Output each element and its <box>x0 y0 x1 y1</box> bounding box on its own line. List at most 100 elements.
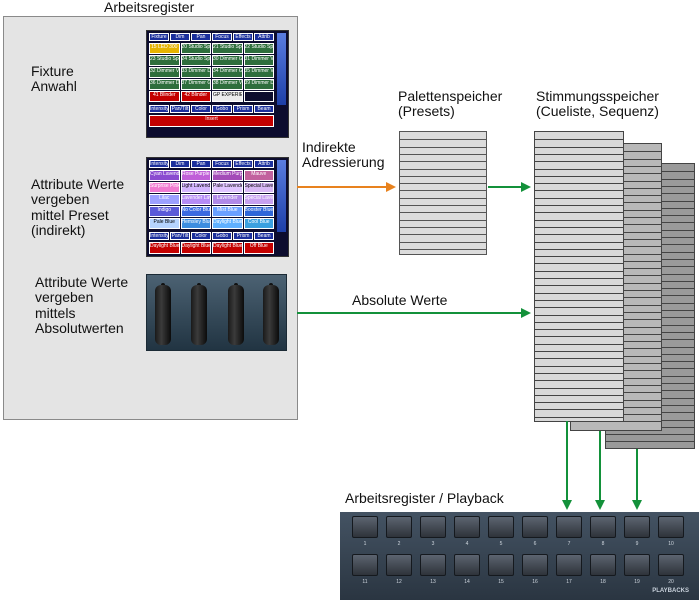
screen-cell[interactable]: Indigo <box>149 206 180 217</box>
screen-tab[interactable]: Fixture <box>149 33 169 41</box>
palette-row-line <box>400 234 486 236</box>
playback-button[interactable] <box>454 516 480 538</box>
screen-cell[interactable]: 37 Dimmer Gitarre R <box>180 79 211 90</box>
screen-bottom-tab[interactable]: Prism <box>233 232 253 240</box>
screen-cell[interactable]: 32 Dimmer Vocal L <box>149 67 180 78</box>
playback-button[interactable] <box>590 554 616 576</box>
screen-cell[interactable]: 22 Studio Spot 400 <box>243 43 274 54</box>
playback-button[interactable] <box>590 516 616 538</box>
screen-cell[interactable]: No Color Blue <box>180 206 211 217</box>
screen-footer-button[interactable]: Daylight Blue Lamp <box>149 242 180 254</box>
screen-bottom-tab[interactable]: Gobo <box>212 105 232 113</box>
playback-button[interactable] <box>352 516 378 538</box>
screen-tab[interactable]: Pan <box>191 33 211 41</box>
playback-button[interactable] <box>386 516 412 538</box>
playback-button[interactable] <box>488 554 514 576</box>
screen-tab[interactable]: Focus <box>212 33 232 41</box>
screen-cell[interactable]: 35 Dimmer Vocal R <box>243 67 274 78</box>
screen-cell[interactable]: 20 Studio Spot 400 <box>180 43 211 54</box>
playback-button[interactable] <box>624 516 650 538</box>
screen-cell[interactable]: 24 Studio Spot 400 <box>180 55 211 66</box>
screen-tab[interactable]: Effects <box>233 33 253 41</box>
screen-cell[interactable]: 23 Studio Spot 400 <box>149 55 180 66</box>
playback-button[interactable] <box>624 554 650 576</box>
screen-tab[interactable]: Focus <box>212 160 232 168</box>
screen-cell[interactable]: Daylight Blue <box>212 218 243 229</box>
screen-scrollbar[interactable] <box>277 160 286 232</box>
screen-cell[interactable]: Surprise Pink <box>149 182 180 193</box>
screen-cell[interactable]: Mauve <box>243 170 274 181</box>
playback-button[interactable] <box>488 516 514 538</box>
screen-cell[interactable]: 30 Dimmer Gitarre M <box>212 55 243 66</box>
screen-footer-button[interactable]: Daylight Blue Medium <box>180 242 211 254</box>
screen-bottom-tab[interactable]: Intensity <box>149 232 169 240</box>
screen-cell[interactable]: GP EXPERIENCE <box>212 91 243 102</box>
screen-bottom-tab[interactable]: Intensity <box>149 105 169 113</box>
screen-cell[interactable]: Lavender <box>212 194 243 205</box>
screen-footer-button[interactable]: Daylight Blue White <box>212 242 243 254</box>
screen-tab[interactable]: Dim <box>170 33 190 41</box>
screen-cell[interactable]: 33 Dimmer Drum L <box>180 67 211 78</box>
screen-cell[interactable]: Mist Blue <box>212 206 243 217</box>
playback-button[interactable] <box>556 516 582 538</box>
playback-button[interactable] <box>420 516 446 538</box>
screen-cell[interactable]: 34 Dimmer Gitarre M <box>212 67 243 78</box>
fader-knob[interactable] <box>191 285 207 345</box>
playback-button[interactable] <box>522 516 548 538</box>
screen-tab[interactable]: Attrib <box>254 33 274 41</box>
playback-button[interactable] <box>386 554 412 576</box>
screen-tab[interactable]: Attrib <box>254 160 274 168</box>
screen-cell[interactable] <box>243 91 274 102</box>
screen-tab[interactable]: Intensity <box>149 160 169 168</box>
screen-bottom-tab[interactable]: Color <box>191 232 211 240</box>
screen-cell[interactable]: Pale Lavender <box>212 182 243 193</box>
screen-cell[interactable]: Medium Purple <box>212 170 243 181</box>
cue-row-line <box>535 226 623 228</box>
screen-cell[interactable]: 15 LED 300 <box>149 43 180 54</box>
screen-bottom-tab[interactable]: Gobo <box>212 232 232 240</box>
indirekte-line1: Indirekte <box>302 139 356 155</box>
playback-button[interactable] <box>658 554 684 576</box>
fader-knob[interactable] <box>155 285 171 345</box>
screen-cell[interactable]: Special Lavender <box>243 182 274 193</box>
playback-button[interactable] <box>420 554 446 576</box>
screen-cell[interactable]: Hemsley Blue <box>180 218 211 229</box>
screen-cell[interactable]: Light Lavender <box>180 182 211 193</box>
screen-bottom-tab[interactable]: Beam <box>254 105 274 113</box>
fader-knob[interactable] <box>263 285 279 345</box>
screen-cell[interactable]: 21 Studio Spot 400 <box>212 43 243 54</box>
screen-cell[interactable]: Lilac <box>149 194 180 205</box>
screen-tab[interactable]: Pan <box>191 160 211 168</box>
screen-bottom-tab[interactable]: Color <box>191 105 211 113</box>
screen-cell[interactable]: Cool Blue <box>243 218 274 229</box>
screen-cell[interactable]: Pale Blue <box>149 218 180 229</box>
screen-cell[interactable]: Rose Purple <box>180 170 211 181</box>
screen-bottom-tab[interactable]: Beam <box>254 232 274 240</box>
playback-button[interactable] <box>658 516 684 538</box>
fader-knob[interactable] <box>228 285 244 345</box>
screen-cell[interactable]: 31 Dimmer Vocal L <box>243 55 274 66</box>
screen-cell[interactable]: Special Lavender <box>243 194 274 205</box>
screen-footer-button[interactable]: Off Blue <box>243 242 274 254</box>
screen-tab[interactable]: Effects <box>233 160 253 168</box>
screen-cell[interactable]: 42 Blinder <box>180 91 211 102</box>
screen-scrollbar[interactable] <box>277 33 286 105</box>
screen-bottom-tab[interactable]: Prism <box>233 105 253 113</box>
screen-tab[interactable]: Dim <box>170 160 190 168</box>
playback-button[interactable] <box>454 554 480 576</box>
screen-footer-button[interactable]: Insert <box>149 115 274 127</box>
screen-bottom-tab[interactable]: Pan/Tilt <box>170 232 190 240</box>
screen-cell[interactable]: Booster Blue <box>243 206 274 217</box>
screen-bottom-tab[interactable]: Pan/Tilt <box>170 105 190 113</box>
playback-button-number: 4 <box>465 541 469 547</box>
screen-cell[interactable]: 39 Dimmer Drum R <box>243 79 274 90</box>
screen-cell[interactable]: Lavender Lavender <box>180 194 211 205</box>
screen-cell[interactable]: 41 Blinder <box>149 91 180 102</box>
screen-cell[interactable]: 36 Dimmer Drum M <box>149 79 180 90</box>
playback-button[interactable] <box>352 554 378 576</box>
playback-button[interactable] <box>522 554 548 576</box>
playback-button-number: 2 <box>397 541 401 547</box>
screen-cell[interactable]: 38 Dimmer Vocal R <box>212 79 243 90</box>
screen-cell[interactable]: Cyan Lavender <box>149 170 180 181</box>
playback-button[interactable] <box>556 554 582 576</box>
